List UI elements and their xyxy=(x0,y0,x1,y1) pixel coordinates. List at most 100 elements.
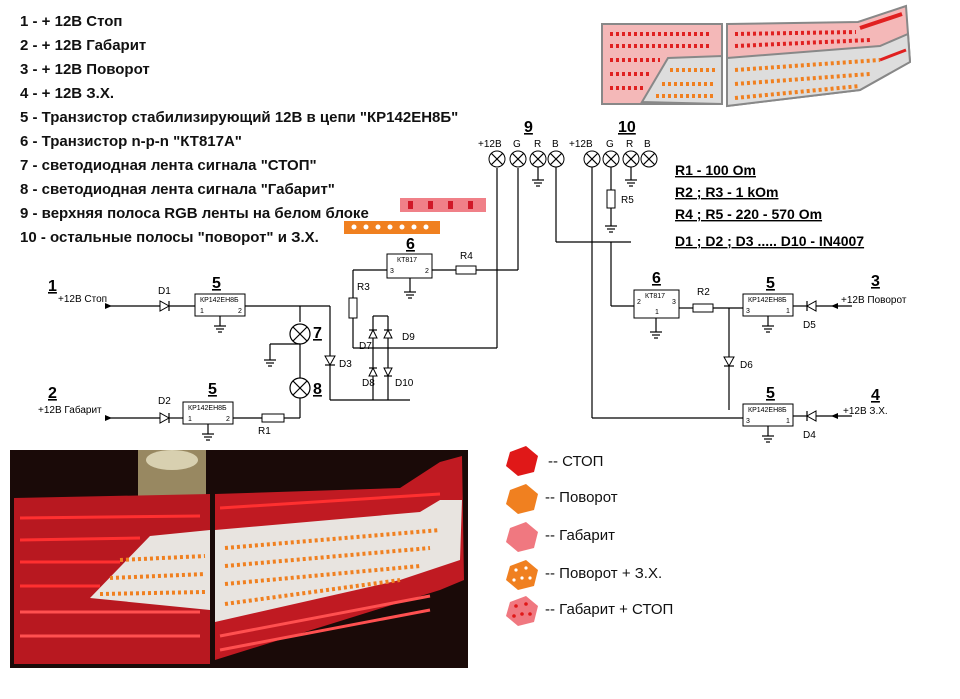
taillight-photo xyxy=(10,450,468,668)
key-parking-stop: -- Габарит + СТОП xyxy=(506,596,673,626)
svg-text:КР142ЕН8Б: КР142ЕН8Б xyxy=(748,407,787,414)
color-key: -- СТОП -- Поворот -- Габарит -- Поворот… xyxy=(506,446,673,626)
svg-text:1: 1 xyxy=(786,418,790,425)
resistor-r2 xyxy=(692,303,714,313)
diode-d1 xyxy=(159,300,171,312)
label-d7: D7 xyxy=(359,341,372,352)
diode-d8 xyxy=(368,366,378,377)
svg-text:G: G xyxy=(513,139,521,150)
transistor-right: КТ817 2 3 1 xyxy=(633,289,680,319)
diode-d5 xyxy=(805,300,817,312)
key-turn: -- Поворот xyxy=(506,484,618,514)
label-d9: D9 xyxy=(402,332,415,343)
svg-text:3: 3 xyxy=(746,418,750,425)
svg-text:2: 2 xyxy=(226,416,230,423)
svg-text:G: G xyxy=(606,139,614,150)
legend: 1 - + 12В Стоп 2 - + 12В Габарит 3 - + 1… xyxy=(20,13,458,246)
diode-d7 xyxy=(368,328,378,339)
legend-item-7: 7 - светодиодная лента сигнала "СТОП" xyxy=(20,157,317,174)
svg-text:-- Поворот: -- Поворот xyxy=(545,489,618,506)
reg4-number: 5 xyxy=(766,385,775,402)
svg-text:B: B xyxy=(552,139,559,150)
input-2-label: +12В Габарит xyxy=(38,404,102,416)
legend-item-6: 6 - Транзистор n-p-n "КТ817А" xyxy=(20,133,242,150)
label-r4: R4 xyxy=(460,251,473,262)
label-d4: D4 xyxy=(803,430,816,441)
label-d2: D2 xyxy=(158,396,171,407)
input-2-number: 2 xyxy=(48,385,57,402)
component-diodes: D1 ; D2 ; D3 ..... D10 - IN4007 xyxy=(675,233,864,249)
regulator-2: КР142ЕН8Б 1 2 xyxy=(182,401,234,425)
input-3-number: 3 xyxy=(871,273,880,290)
legend-item-5: 5 - Транзистор стабилизирующий 12В в цеп… xyxy=(20,109,458,126)
led-strip-7 xyxy=(289,323,311,345)
regulator-4: КР142ЕН8Б 3 1 xyxy=(742,403,794,427)
input-4-label: +12В З.Х. xyxy=(843,406,888,417)
reg2-number: 5 xyxy=(208,381,217,398)
component-r2-r3: R2 ; R3 - 1 kOm xyxy=(675,184,778,200)
svg-text:3: 3 xyxy=(746,308,750,315)
diode-d3 xyxy=(324,355,336,367)
svg-text:КТ817: КТ817 xyxy=(645,293,665,300)
rgb-strip-swatch xyxy=(400,198,486,212)
label-r2: R2 xyxy=(697,287,710,298)
legend-item-10: 10 - остальные полосы "поворот" и З.Х. xyxy=(20,229,319,246)
legend-item-8: 8 - светодиодная лента сигнала "Габарит" xyxy=(20,181,335,198)
led-7-number: 7 xyxy=(313,325,322,342)
legend-item-2: 2 - + 12В Габарит xyxy=(20,37,146,54)
rgb-block-10-number: 10 xyxy=(618,119,636,136)
svg-text:1: 1 xyxy=(655,309,659,316)
label-d6: D6 xyxy=(740,360,753,371)
svg-text:R: R xyxy=(626,139,633,150)
svg-text:+12В: +12В xyxy=(478,139,502,150)
input-4-number: 4 xyxy=(871,387,880,404)
svg-text:B: B xyxy=(644,139,651,150)
svg-text:КР142ЕН8Б: КР142ЕН8Б xyxy=(748,297,787,304)
transistor-left: КТ817 3 2 xyxy=(386,253,433,279)
svg-text:2: 2 xyxy=(425,268,429,275)
label-d10: D10 xyxy=(395,378,414,389)
svg-text:1: 1 xyxy=(188,416,192,423)
transistor-right-number: 6 xyxy=(652,270,661,287)
svg-text:R: R xyxy=(534,139,541,150)
diode-d9 xyxy=(383,328,393,339)
label-r1: R1 xyxy=(258,426,271,437)
regulator-3: КР142ЕН8Б 3 1 xyxy=(742,293,794,317)
input-3-label: +12В Поворот xyxy=(841,295,907,306)
key-parking: -- Габарит xyxy=(506,522,615,552)
diode-d2 xyxy=(159,412,171,424)
svg-text:1: 1 xyxy=(786,308,790,315)
rgb-block-9 xyxy=(488,150,565,168)
svg-text:-- Габарит + СТОП: -- Габарит + СТОП xyxy=(545,601,673,618)
label-r5: R5 xyxy=(621,195,634,206)
svg-text:КР142ЕН8Б: КР142ЕН8Б xyxy=(200,297,239,304)
diode-d4 xyxy=(805,410,817,422)
label-d3: D3 xyxy=(339,359,352,370)
svg-text:3: 3 xyxy=(390,268,394,275)
svg-text:1: 1 xyxy=(200,308,204,315)
input-1-label: +12В Стоп xyxy=(58,294,107,305)
label-d8: D8 xyxy=(362,378,375,389)
label-d1: D1 xyxy=(158,286,171,297)
regulator-1: КР142ЕН8Б 1 2 xyxy=(194,293,246,317)
reg1-number: 5 xyxy=(212,275,221,292)
label-d5: D5 xyxy=(803,320,816,331)
svg-text:2: 2 xyxy=(637,299,641,306)
component-list: R1 - 100 Om R2 ; R3 - 1 kOm R4 ; R5 - 22… xyxy=(675,162,864,249)
diode-d10 xyxy=(383,367,393,378)
svg-text:3: 3 xyxy=(672,299,676,306)
svg-text:-- Габарит: -- Габарит xyxy=(545,527,615,544)
schematic: 1 +12В Стоп D1 КР142ЕН8Б 1 2 5 7 xyxy=(38,119,907,443)
svg-text:КТ817: КТ817 xyxy=(397,257,417,264)
led-strip-8 xyxy=(289,377,311,399)
taillight-sketch xyxy=(601,4,912,108)
legend-item-1: 1 - + 12В Стоп xyxy=(20,13,123,30)
svg-text:2: 2 xyxy=(238,308,242,315)
legend-item-9: 9 - верхняя полоса RGB ленты на белом бл… xyxy=(20,205,369,222)
resistor-r1 xyxy=(261,413,285,423)
key-turn-reverse: -- Поворот + З.Х. xyxy=(506,560,662,590)
key-stop: -- СТОП xyxy=(506,446,603,476)
label-r3: R3 xyxy=(357,282,370,293)
component-r1: R1 - 100 Om xyxy=(675,162,756,178)
legend-item-3: 3 - + 12В Поворот xyxy=(20,61,150,78)
